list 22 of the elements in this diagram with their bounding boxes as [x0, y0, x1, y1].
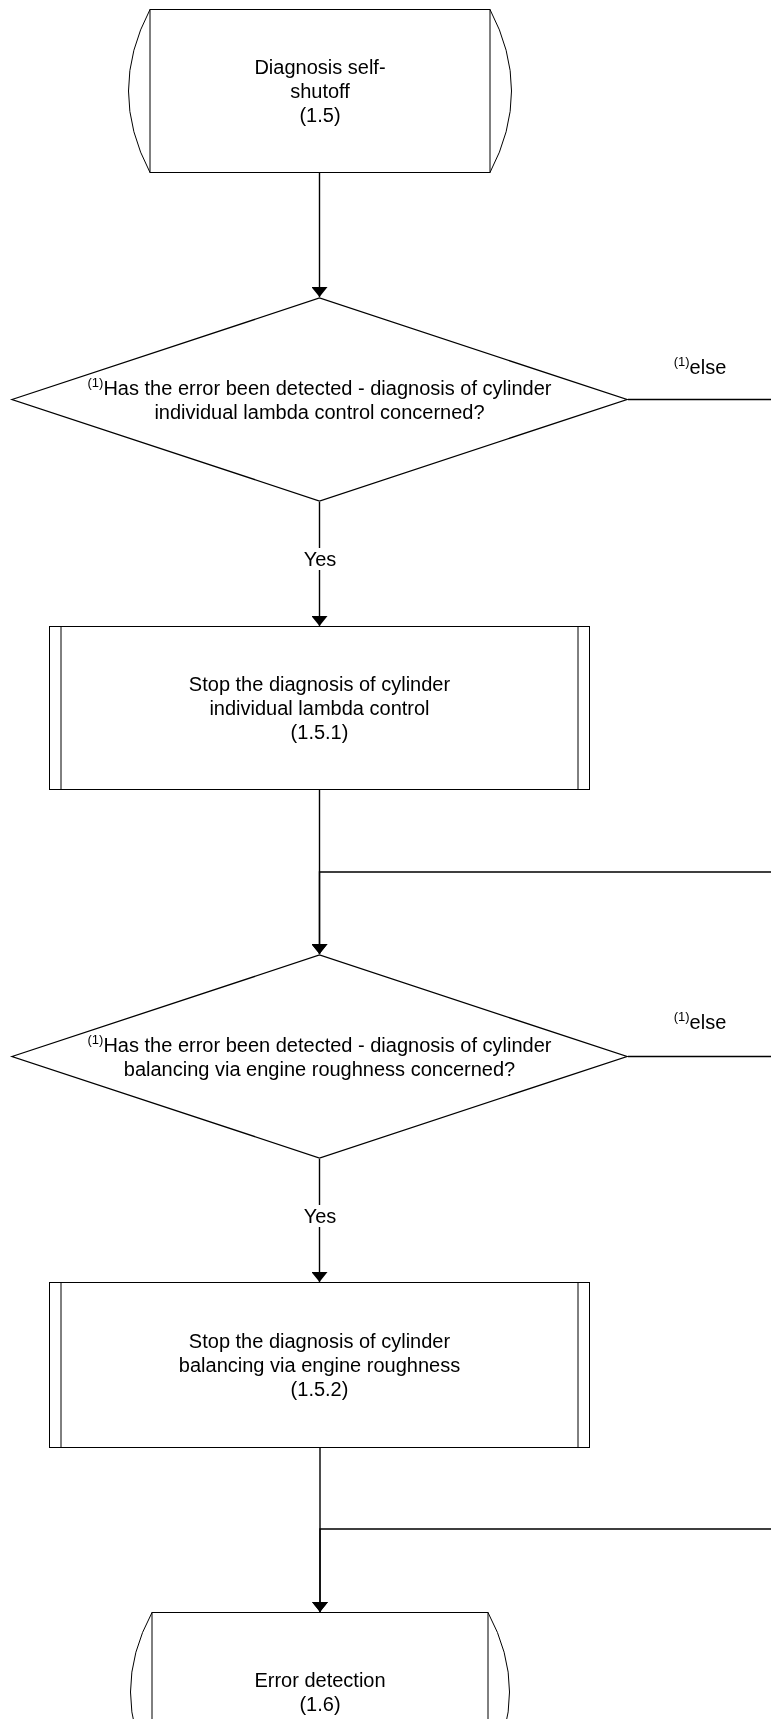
connector-line: [627, 1055, 771, 1058]
node-text: (1.5.2): [290, 1377, 349, 1401]
edge-label: Yes: [301, 1205, 339, 1227]
subprocess-box: [49, 626, 590, 790]
arrow: [311, 172, 328, 298]
node-text: $^{(1)}$Has the error been detected - diagnosis of cylinder individual lambda control concerned?: [86, 375, 553, 424]
edge-label: Yes: [301, 548, 339, 570]
node-text: Error detection: [254, 1668, 386, 1692]
arrow: [312, 1528, 771, 1613]
node-text: Stop the diagnosis of cylinder individual lambda control: [187, 672, 452, 720]
arrow: [311, 871, 771, 955]
node-text: (1.5.1): [290, 720, 349, 744]
connector-line: [627, 398, 771, 401]
node-text: $^{(1)}$Has the error been detected - diagnosis of cylinder balancing via engine roughness concerned?: [86, 1032, 553, 1081]
decision-diamond: [11, 954, 628, 1159]
terminator-shape: [128, 9, 512, 173]
node-text: Stop the diagnosis of cylinder balancing via engine roughness: [177, 1329, 462, 1377]
node-text: (1.5): [299, 103, 341, 127]
decision-diamond: [11, 297, 628, 502]
subprocess-box: [49, 1282, 590, 1448]
node-text: (1.6): [299, 1692, 341, 1716]
node-text: Diagnosis self-shutoff: [253, 55, 387, 103]
